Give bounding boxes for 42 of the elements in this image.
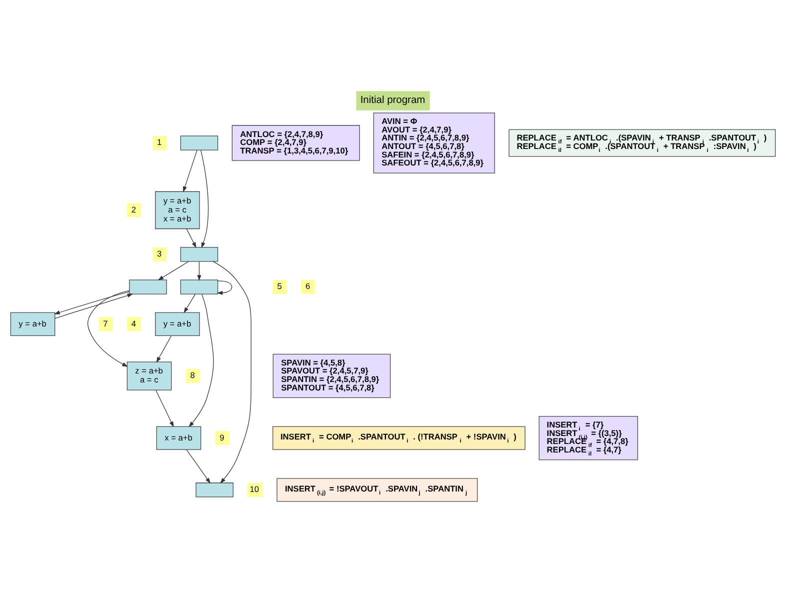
node-box [180, 247, 218, 262]
node-box: y = a+b [155, 312, 200, 336]
label: 8 [190, 370, 195, 380]
arrow [216, 280, 232, 295]
arrow [186, 228, 196, 248]
label: 10 [250, 484, 260, 494]
node-box: z = a+b a = c [126, 362, 172, 390]
node-box: y = a+b [10, 312, 56, 336]
arrow [183, 150, 198, 192]
node-box: y = a+b a = c x = a+b [155, 191, 200, 230]
arrow [87, 290, 130, 367]
label: 6 [305, 281, 310, 292]
arrow [200, 150, 209, 248]
arrow [197, 261, 202, 281]
node-box: INSERT$_{i}$ = COMP$_{i}$ .SPANTOUT$_{i}$ . (!TRANSP$_{i}$ + !SPAVIN$_{i}$ ) [272, 426, 526, 450]
arrow [188, 294, 214, 428]
label: 7 [103, 318, 108, 328]
arrow [54, 291, 130, 314]
arrow [156, 390, 174, 428]
node-box [180, 280, 218, 294]
node-box: REPLACE$_{if}$ = ANTLOC$_{i}$ .(SPAVIN$_{i}$ + TRANSP$_{i}$ .SPANTOUT$_{i}$ ) REPLACE$_{il}$ = COMP$_{i}$ .(SPANTOUT$_{i}$ + TRANSP$_{i}$ :SPAVIN$_{i}$ ) [508, 129, 776, 157]
label: 4 [131, 318, 136, 328]
arrow [184, 294, 196, 314]
node-box: AVIN = Φ AVOUT = {2,4,7,9} ANTIN = {2,4,5,6,7,8,9} ANTOUT = {4,5,6,7,8} SAFEIN = {2,4,5,6,7,8,9} SAFEOUT = {2,4,5,6,7,8,9} [373, 112, 495, 174]
node-box: ANTLOC = {2,4,7,8,9} COMP = {2,4,7,9} TRANSP = {1,3,4,5,6,7,9,10} [232, 125, 360, 161]
label: 9 [220, 432, 224, 442]
arrow [156, 335, 172, 363]
arrow [212, 261, 252, 484]
node-box [180, 136, 218, 150]
node-box: INSERT$_{(i,j)}$ = !SPAVOUT$_{i}$ .SPAVIN$_{j}$ .SPANTIN$_{j}$ [276, 478, 478, 502]
label: 3 [156, 248, 162, 259]
arrow [158, 261, 189, 280]
diagram-title: Initial program [360, 95, 426, 106]
node-box [129, 280, 167, 294]
arrow [54, 294, 134, 319]
node-box: SPAVIN = {4,5,8} SPAVOUT = {2,4,5,7,9} SPANTIN = {2,4,5,6,7,8,9} SPANTOUT = {4,5,6,7,8} [272, 354, 391, 398]
arrow [186, 449, 211, 484]
node-box: x = a+b [156, 426, 202, 450]
label: 1 [156, 137, 162, 148]
label: 5 [277, 281, 282, 292]
label: 2 [131, 204, 136, 214]
node-box [196, 482, 234, 498]
